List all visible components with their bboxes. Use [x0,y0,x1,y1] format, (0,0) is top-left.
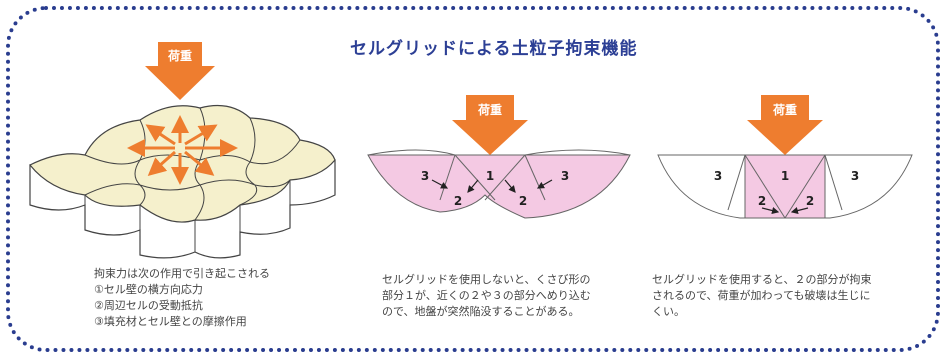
zone-1: 1 [486,169,494,183]
note-line: セルグリッドを使用すると、２の部分が拘束 [652,273,872,286]
diagram-with-cellgrid: 1 2 2 3 3 荷重 [657,95,913,219]
zone-1: 1 [781,169,789,183]
stress-arrows [127,115,238,185]
diagram-without-cellgrid: 1 2 2 3 3 荷重 [367,95,631,219]
zone-3-right: 3 [851,169,859,183]
zone-2-right: 2 [806,194,814,208]
load-arrow-icon [747,95,823,155]
note-line: 拘束力は次の作用で引き起こされる [94,267,270,280]
page-title: セルグリッドによる土粒子拘束機能 [350,39,638,59]
figure2-notes: セルグリッドを使用しないと、くさび形の 部分１が、近くの２や３の部分へめり込む … [382,272,591,320]
cellgrid-block: 荷重 [29,42,336,259]
zone-3-left: 3 [421,169,429,183]
zone-2-right: 2 [519,194,527,208]
note-line: ③填充材とセル壁との摩擦作用 [94,315,247,328]
zone-3-left: 3 [714,169,722,183]
note-line: ので、地盤が突然陥没することがある。 [382,305,580,318]
zone-2-left: 2 [758,194,766,208]
note-line: 部分１が、近くの２や３の部分へめり込む [382,289,591,302]
zone-2-left: 2 [454,194,462,208]
load-label: 荷重 [167,48,192,63]
note-line: ①セル壁の横方向応力 [94,283,203,296]
load-arrow-icon [145,42,215,100]
figure1-notes: 拘束力は次の作用で引き起こされる ①セル壁の横方向応力 ②周辺セルの受動抵抗 ③… [94,266,270,330]
figure3-notes: セルグリッドを使用すると、２の部分が拘束 されるので、荷重が加わっても破壊は生じ… [652,272,872,320]
load-label: 荷重 [477,102,502,117]
load-label: 荷重 [772,102,797,117]
note-line: ②周辺セルの受動抵抗 [94,299,203,312]
zone-3-right: 3 [561,169,569,183]
dotted-frame [6,6,940,352]
load-arrow-icon [452,95,528,155]
note-line: セルグリッドを使用しないと、くさび形の [382,273,591,286]
note-line: されるので、荷重が加わっても破壊は生じに [652,289,871,302]
note-line: くい。 [652,305,685,318]
